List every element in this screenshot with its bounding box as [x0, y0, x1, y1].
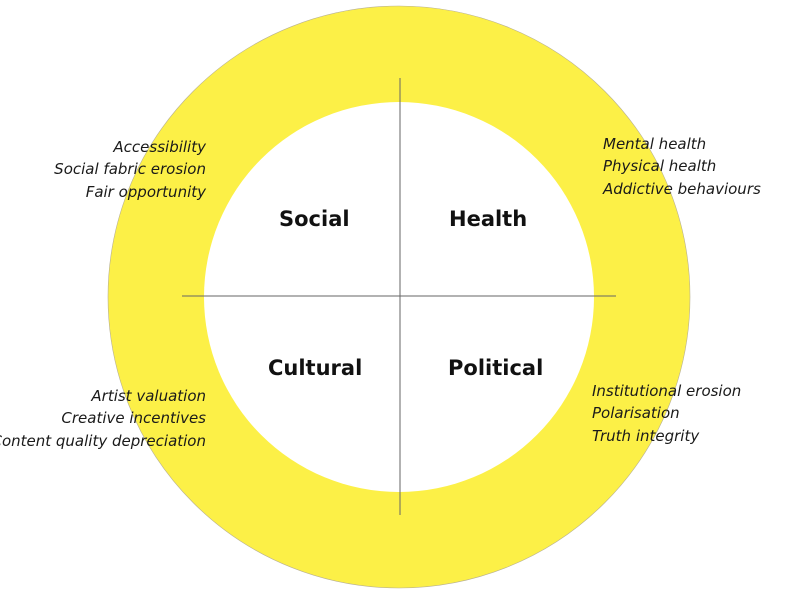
- health-factor: Addictive behaviours: [603, 179, 761, 198]
- cultural-factor: Content quality depreciation: [0, 431, 206, 450]
- political-factor: Truth integrity: [592, 426, 700, 445]
- health-factor: Physical health: [603, 157, 717, 176]
- social-factor: Social fabric erosion: [54, 160, 206, 179]
- political-factors-list: Institutional erosion Polarisation Truth…: [592, 380, 741, 447]
- political-factor: Institutional erosion: [592, 382, 742, 400]
- cultural-factor: Artist valuation: [91, 387, 206, 405]
- cultural-factor: Creative incentives: [61, 409, 206, 428]
- cultural-factors-list: Artist valuation Creative incentives Con…: [0, 385, 206, 452]
- social-factor: Fair opportunity: [85, 182, 206, 201]
- inner-circle: [204, 102, 594, 492]
- quadrant-label-social: Social: [279, 207, 350, 231]
- health-factors-list: Mental health Physical health Addictive …: [603, 133, 761, 200]
- health-factor: Mental health: [603, 135, 707, 153]
- quadrant-label-political: Political: [448, 356, 544, 380]
- quadrant-label-cultural: Cultural: [268, 356, 363, 380]
- social-factor: Accessibility: [113, 138, 206, 156]
- social-factors-list: Accessibility Social fabric erosion Fair…: [54, 136, 206, 203]
- political-factor: Polarisation: [592, 404, 680, 423]
- quadrant-label-health: Health: [449, 207, 528, 231]
